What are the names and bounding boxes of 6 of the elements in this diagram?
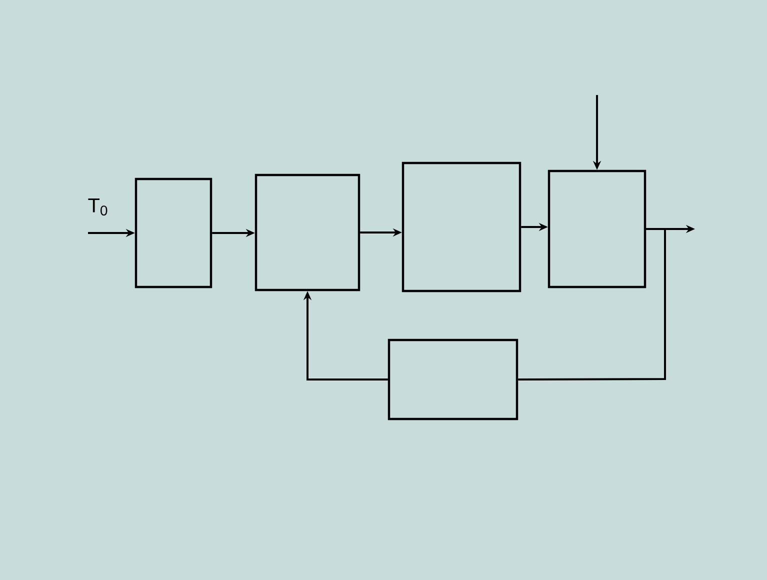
block-box <box>134 178 212 288</box>
block-box <box>254 174 360 292</box>
block-box <box>388 338 518 420</box>
edge-label: T$_{0}$ <box>88 198 108 216</box>
block-box <box>402 162 522 292</box>
block-box <box>548 170 646 288</box>
